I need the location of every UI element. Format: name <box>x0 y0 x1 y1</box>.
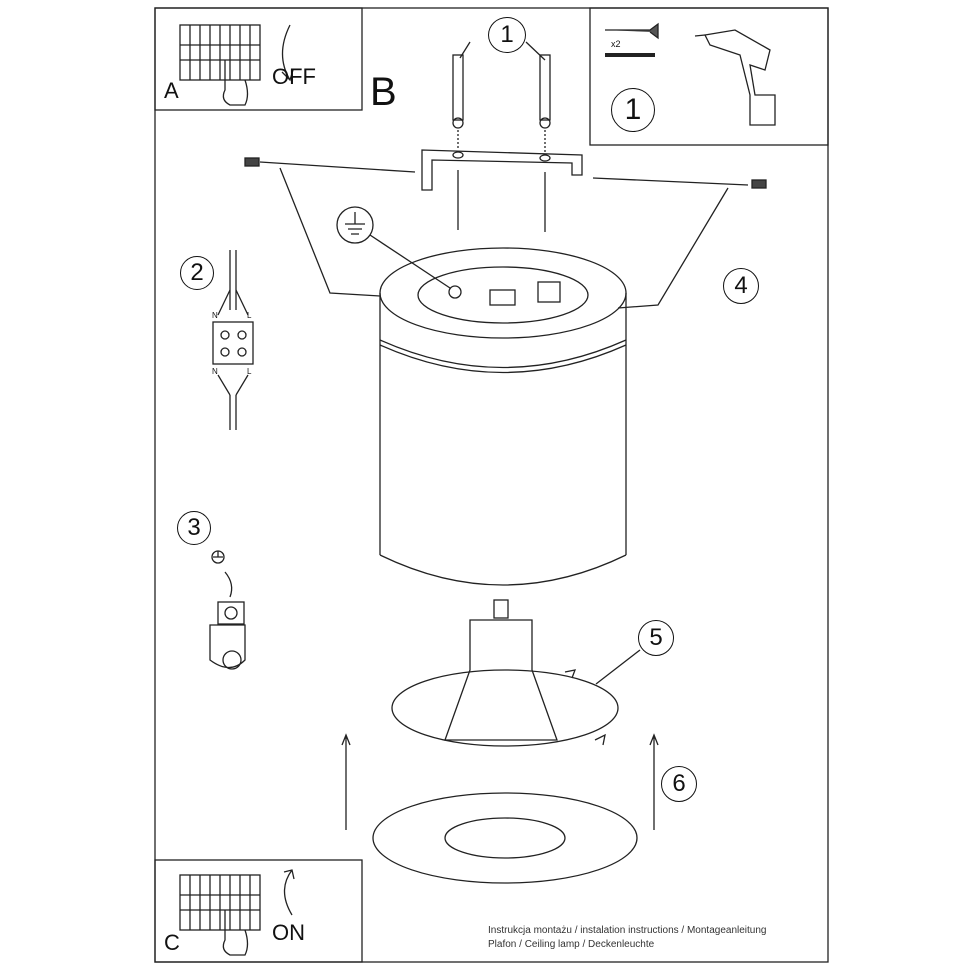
panel-b-letter: B <box>370 70 397 114</box>
outer-frame <box>154 7 829 963</box>
step-4-marker: 4 <box>723 268 759 304</box>
terminal-l-top: L <box>247 311 252 320</box>
terminal-l-bottom: L <box>247 367 252 376</box>
lamp-cylinder <box>379 247 627 586</box>
mounting-bracket-icon <box>421 130 583 232</box>
up-arrows <box>341 733 659 830</box>
lamp-bulb-and-reflector <box>391 599 641 747</box>
side-screws-icon <box>244 157 767 309</box>
step-1-marker: 1 <box>488 17 526 53</box>
terminal-n-bottom: N <box>212 367 218 376</box>
terminal-block-icon <box>212 250 254 430</box>
quantity-label: x2 <box>611 39 621 49</box>
step-3-marker: 3 <box>177 511 211 545</box>
panel-a-frame <box>154 7 363 111</box>
footer-line-1: Instrukcja montażu / instalation instruc… <box>488 925 767 936</box>
drill-icon <box>694 29 776 126</box>
breaker-panel-icon <box>179 24 294 106</box>
step-2-marker: 2 <box>180 256 214 290</box>
footer-line-2: Plafon / Ceiling lamp / Deckenleuchte <box>488 939 655 950</box>
ground-terminal-icon <box>209 550 246 670</box>
ground-symbol <box>336 206 451 289</box>
panel-c-letter: C <box>164 930 180 955</box>
step-5-marker: 5 <box>638 620 674 656</box>
decorative-ring <box>372 792 638 884</box>
step-6-marker: 6 <box>661 766 697 802</box>
wall-plugs-icon <box>452 41 551 129</box>
anchors-and-screws-icon <box>605 22 659 57</box>
tools-panel-frame <box>589 7 829 146</box>
off-label: OFF <box>272 64 316 89</box>
terminal-n-top: N <box>212 311 218 320</box>
panel-c-frame <box>154 859 363 963</box>
tools-step-number: 1 <box>611 88 655 132</box>
on-label: ON <box>272 920 305 945</box>
panel-a-letter: A <box>164 78 179 103</box>
breaker-panel-on-icon <box>179 869 295 956</box>
